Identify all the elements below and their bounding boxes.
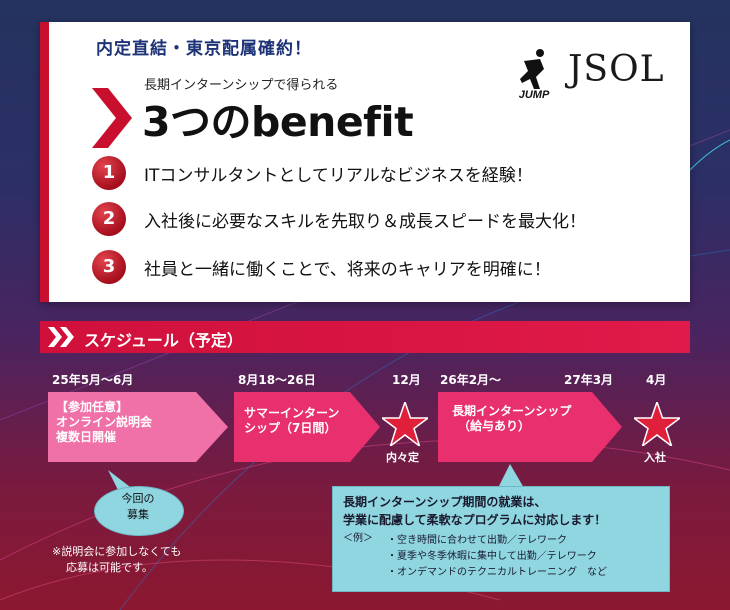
footnote: ※説明会に参加しなくても 応募は可能です。 xyxy=(52,545,182,574)
callout-item: ・オンデマンドのテクニカルトレーニング など xyxy=(387,567,607,578)
step-text: 【参加任意】 オンライン説明会 複数日開催 xyxy=(56,400,153,444)
page-title: 3つのbenefit xyxy=(142,98,414,146)
benefit-text: 入社後に必要なスキルを先取り＆成長スピードを最大化！ xyxy=(144,212,586,232)
bubble-tail xyxy=(108,470,134,490)
callout-example-label: ＜例＞ xyxy=(343,533,373,544)
callout-tail xyxy=(498,464,524,488)
step-text: 長期インターンシップ （給与あり） xyxy=(452,404,572,433)
card-accent-bar xyxy=(40,22,49,302)
star-icon xyxy=(382,402,428,446)
step-arrow-online-session xyxy=(48,392,228,462)
benefit-card: 内定直結・東京配属確約！ 長期インターンシップで得られる 3つのbenefit … xyxy=(40,22,690,302)
date-label: 8月18～26日 xyxy=(238,373,316,387)
callout-item: ・夏季や冬季休暇に集中して出勤／テレワーク xyxy=(387,551,597,562)
benefit-number: 2 xyxy=(92,202,126,236)
date-label: 4月 xyxy=(646,373,667,387)
benefit-text: ITコンサルタントとしてリアルなビジネスを経験！ xyxy=(144,166,533,186)
title-chevron-icon xyxy=(92,88,132,148)
headline: 内定直結・東京配属確約！ xyxy=(96,39,312,59)
benefit-number: 3 xyxy=(92,250,126,284)
milestone-label: 入社 xyxy=(644,451,666,464)
jump-logo-icon: JUMP xyxy=(519,49,550,99)
bubble-text: 今回の 募集 xyxy=(121,492,155,521)
subtitle: 長期インターンシップで得られる xyxy=(144,78,339,93)
schedule-header: スケジュール（予定） xyxy=(40,321,690,353)
step-arrow-summer-internship xyxy=(234,392,380,462)
date-label: 12月 xyxy=(392,373,421,387)
current-recruitment-bubble xyxy=(94,486,184,536)
callout-heading: 長期インターンシップ期間の就業は、 学業に配慮して柔軟なプログラムに対応します！ xyxy=(343,495,607,527)
benefit-number: 1 xyxy=(92,156,126,190)
date-label: 25年5月～6月 xyxy=(52,373,134,387)
double-chevron-icon xyxy=(48,327,74,347)
step-text: サマーインターン シップ（7日間） xyxy=(244,406,340,435)
internship-note-callout: 長期インターンシップ期間の就業は、 学業に配慮して柔軟なプログラムに対応します！… xyxy=(332,486,670,592)
benefit-text: 社員と一緒に働くことで、将来のキャリアを明確に！ xyxy=(144,260,551,280)
milestone-label: 内々定 xyxy=(386,451,419,464)
star-icon xyxy=(634,402,680,446)
svg-text:JUMP: JUMP xyxy=(519,89,550,99)
step-arrow-long-internship xyxy=(438,392,622,462)
date-label: 27年3月 xyxy=(564,373,614,387)
date-label: 26年2月～ xyxy=(440,373,502,387)
callout-item: ・空き時間に合わせて出勤／テレワーク xyxy=(387,535,567,546)
jsol-logo: JSOL xyxy=(568,49,665,90)
schedule-title: スケジュール（予定） xyxy=(84,331,243,350)
